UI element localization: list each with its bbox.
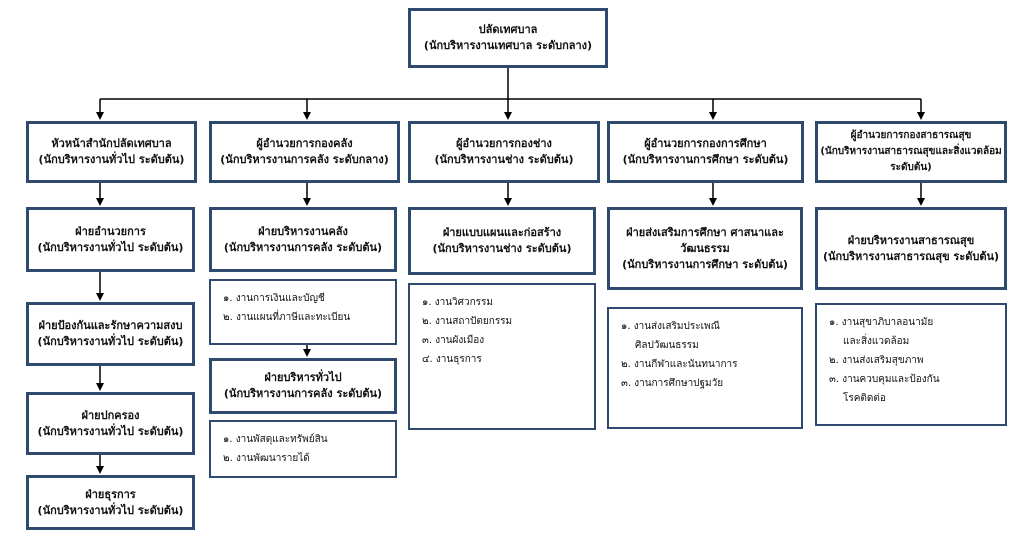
list-item: ๓. งานควบคุมและป้องกันโรคติดต่อ [829, 374, 940, 404]
col3-unit-box: ฝ่ายแบบแผนและก่อสร้าง (นักบริหารงานช่าง … [408, 207, 596, 275]
unit-subtitle: (นักบริหารงานการคลัง ระดับต้น) [223, 240, 383, 254]
col4-head-subtitle: (นักบริหารงานการศึกษา ระดับต้น) [622, 153, 789, 166]
col5-head-subtitle2: ระดับต้น) [890, 162, 932, 173]
list-item: ๒. งานพัฒนารายได้ [223, 453, 310, 464]
unit-subtitle: (นักบริหารงานทั่วไป ระดับต้น) [37, 240, 184, 254]
col3-head-title: ผู้อำนวยการกองช่าง [456, 137, 552, 150]
col4-head-title: ผู้อำนวยการกองการศึกษา [644, 137, 767, 150]
list-item: ๑. งานพัสดุและทรัพย์สิน [223, 434, 328, 445]
col4-task-list: ๑. งานส่งเสริมประเพณีศิลปวัฒนธรรม ๒. งาน… [607, 307, 803, 429]
col5-task-list: ๑. งานสุขาภิบาลอนามัยและสิ่งแวดล้อม ๒. ง… [815, 303, 1007, 426]
col3-head-box: ผู้อำนวยการกองช่าง (นักบริหารงานช่าง ระด… [408, 121, 600, 183]
col2-head-title: ผู้อำนวยการกองคลัง [256, 137, 353, 150]
col3-task-list: ๑. งานวิศวกรรม ๒. งานสถาปัตยกรรม ๓. งานผ… [408, 283, 596, 430]
list-item: ๑. งานวิศวกรรม [422, 297, 494, 308]
unit-title: ฝ่ายปกครอง [81, 408, 140, 422]
unit-title: ฝ่ายแบบแผนและก่อสร้าง [442, 226, 562, 239]
list-item: ๑. งานส่งเสริมประเพณีศิลปวัฒนธรรม [621, 321, 720, 351]
top-title: ปลัดเทศบาล [478, 23, 538, 36]
list-item: ๒. งานส่งเสริมสุขภาพ [829, 355, 924, 366]
unit-subtitle: (นักบริหารงานสาธารณสุข ระดับต้น) [822, 249, 1000, 263]
col2-task-list: ๑. งานการเงินและบัญชี ๒. งานแผนที่ภาษีแล… [209, 279, 397, 345]
unit-subtitle: (นักบริหารงานทั่วไป ระดับต้น) [37, 335, 184, 348]
list-item: ๔. งานธุรการ [422, 354, 482, 365]
col1-unit-box: ฝ่ายป้องกันและรักษาความสงบ (นักบริหารงาน… [26, 302, 195, 366]
unit-subtitle: (นักบริหารงานการคลัง ระดับต้น) [223, 387, 383, 400]
col1-unit-box: ฝ่ายอำนวยการ (นักบริหารงานทั่วไป ระดับต้… [26, 207, 195, 272]
list-item: ๑. งานสุขาภิบาลอนามัยและสิ่งแวดล้อม [829, 317, 934, 347]
col1-head-subtitle: (นักบริหารงานทั่วไป ระดับต้น) [38, 153, 185, 166]
col2-unit-box: ฝ่ายบริหารทั่วไป (นักบริหารงานการคลัง ระ… [209, 358, 397, 414]
unit-subtitle: (นักบริหารงานการศึกษา ระดับต้น) [622, 257, 788, 271]
unit-title: ฝ่ายธุรการ [85, 487, 136, 501]
col5-head-box: ผู้อำนวยการกองสาธารณสุข (นักบริหารงานสาธ… [815, 121, 1007, 183]
col2-task-list: ๑. งานพัสดุและทรัพย์สิน ๒. งานพัฒนารายได… [209, 420, 397, 478]
top-box: ปลัดเทศบาล (นักบริหารงานเทศบาล ระดับกลาง… [408, 8, 608, 68]
unit-subtitle: (นักบริหารงานช่าง ระดับต้น) [432, 242, 572, 255]
col5-unit-box: ฝ่ายบริหารงานสาธารณสุข (นักบริหารงานสาธา… [815, 207, 1007, 290]
col3-head-subtitle: (นักบริหารงานช่าง ระดับต้น) [434, 153, 574, 166]
list-item: ๒. งานสถาปัตยกรรม [422, 316, 513, 327]
col1-head-box: หัวหน้าสำนักปลัดเทศบาล (นักบริหารงานทั่ว… [26, 121, 197, 183]
col1-head-title: หัวหน้าสำนักปลัดเทศบาล [51, 137, 172, 150]
col2-head-subtitle: (นักบริหารงานการคลัง ระดับกลาง) [220, 153, 389, 166]
col4-unit-box: ฝ่ายส่งเสริมการศึกษา ศาสนาและ วัฒนธรรม (… [607, 207, 803, 290]
unit-title-line2: วัฒนธรรม [680, 241, 730, 255]
unit-title: ฝ่ายป้องกันและรักษาความสงบ [38, 319, 183, 332]
list-item: ๒. งานกีฬาและนันทนาการ [621, 359, 738, 370]
col4-head-box: ผู้อำนวยการกองการศึกษา (นักบริหารงานการศ… [607, 121, 804, 183]
col2-unit-box: ฝ่ายบริหารงานคลัง (นักบริหารงานการคลัง ร… [209, 207, 397, 272]
col5-head-title: ผู้อำนวยการกองสาธารณสุข [850, 130, 972, 141]
col1-unit-box: ฝ่ายปกครอง (นักบริหารงานทั่วไป ระดับต้น) [26, 392, 195, 455]
unit-title: ฝ่ายส่งเสริมการศึกษา ศาสนาและ [626, 225, 784, 239]
unit-subtitle: (นักบริหารงานทั่วไป ระดับต้น) [37, 424, 184, 438]
list-item: ๑. งานการเงินและบัญชี [223, 293, 325, 304]
col2-head-box: ผู้อำนวยการกองคลัง (นักบริหารงานการคลัง … [209, 121, 400, 183]
unit-title: ฝ่ายบริหารทั่วไป [264, 371, 342, 384]
list-item: ๓. งานการศึกษาปฐมวัย [621, 378, 724, 389]
list-item: ๓. งานผังเมือง [422, 335, 485, 346]
top-subtitle: (นักบริหารงานเทศบาล ระดับกลาง) [423, 39, 593, 52]
unit-subtitle: (นักบริหารงานทั่วไป ระดับต้น) [37, 503, 184, 517]
unit-title: ฝ่ายอำนวยการ [75, 224, 146, 238]
list-item: ๒. งานแผนที่ภาษีและทะเบียน [223, 312, 351, 323]
col5-head-subtitle: (นักบริหารงานสาธารณสุขและสิ่งแวดล้อม [820, 146, 1002, 157]
col1-unit-box: ฝ่ายธุรการ (นักบริหารงานทั่วไป ระดับต้น) [26, 475, 195, 530]
unit-title: ฝ่ายบริหารงานสาธารณสุข [847, 233, 975, 247]
unit-title: ฝ่ายบริหารงานคลัง [258, 224, 348, 238]
